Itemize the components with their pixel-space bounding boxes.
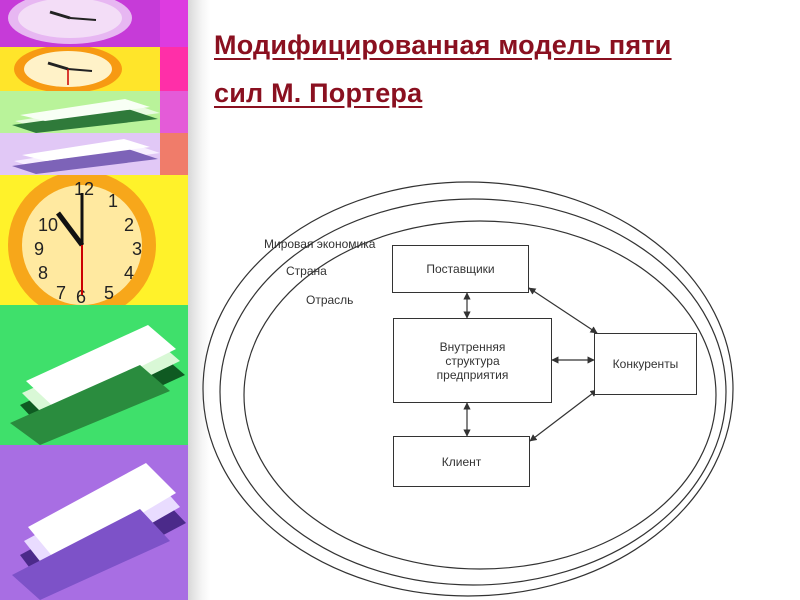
svg-text:10: 10 [38,215,58,235]
papers-image-lavender [0,133,188,175]
clock-image-top [0,0,188,47]
side-image-strip: 12 1 2 3 4 10 9 8 7 6 5 [0,0,188,600]
slide-title-line-1: Модифицированная модель пяти [214,30,672,60]
papers-icon [0,91,188,133]
box-client-label: Клиент [441,454,482,469]
svg-text:3: 3 [132,239,142,259]
svg-text:7: 7 [56,283,66,303]
svg-text:5: 5 [104,283,114,303]
svg-text:4: 4 [124,263,134,283]
box-client: Клиент [393,436,530,487]
clock-image-orange [0,47,188,91]
arrow-suppliers-competitors [528,287,598,334]
slide-title-line-2: сил М. Портера [214,78,423,108]
clock-icon [0,47,188,91]
box-internal-structure: Внутренняя структура предприятия [393,318,552,403]
papers-icon [0,445,188,600]
box-suppliers: Поставщики [392,245,529,293]
svg-text:12: 12 [74,179,94,199]
papers-image-green-large [0,305,188,445]
arrow-client-competitors [529,389,598,442]
clock-icon: 12 1 2 3 4 10 9 8 7 6 5 [0,175,188,305]
box-competitors: Конкуренты [594,333,697,395]
svg-text:1: 1 [108,191,118,211]
svg-text:8: 8 [38,263,48,283]
papers-icon [0,305,188,445]
papers-image-green [0,91,188,133]
box-suppliers-label: Поставщики [426,262,495,276]
box-competitors-label: Конкуренты [612,357,679,371]
box-internal-line-2: структура [445,353,500,368]
box-internal-line-3: предприятия [436,367,509,382]
svg-text:9: 9 [34,239,44,259]
label-world-economy: Мировая экономика [264,237,376,251]
svg-text:2: 2 [124,215,134,235]
ring-industry [243,220,717,570]
ring-world [202,181,734,597]
papers-icon [0,133,188,175]
papers-image-purple-large [0,445,188,600]
label-industry: Отрасль [306,293,354,307]
label-country: Страна [286,264,327,278]
box-internal-line-1: Внутренняя [439,339,506,354]
ring-country [219,198,727,586]
strip-shadow [188,0,210,600]
clock-image-large: 12 1 2 3 4 10 9 8 7 6 5 [0,175,188,305]
svg-text:6: 6 [76,287,86,305]
clock-icon [0,0,188,47]
